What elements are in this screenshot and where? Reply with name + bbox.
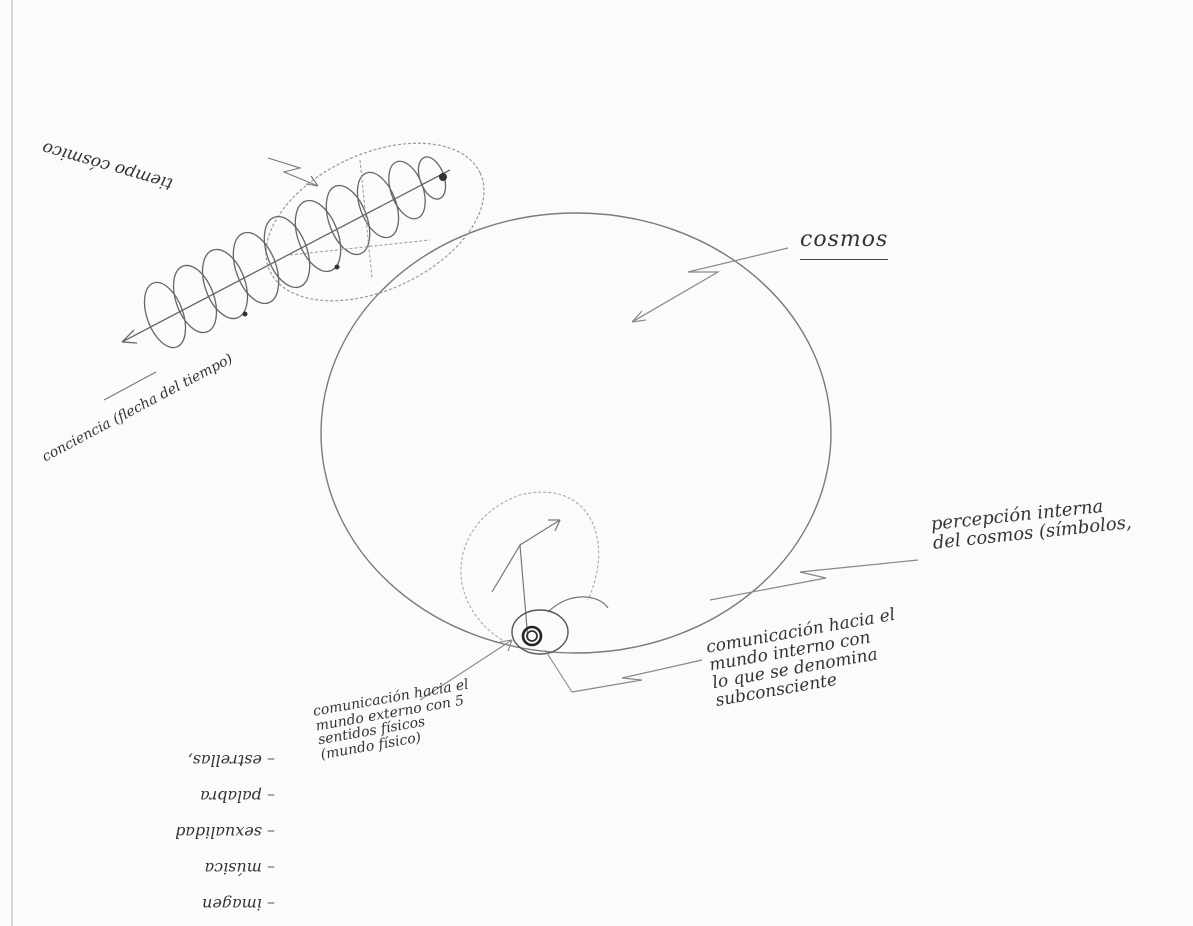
time-axis-line [122,170,450,342]
self-core-center [527,631,537,641]
percepcion-pointer-arrow [710,560,918,600]
interno-pointer-line [545,650,572,692]
sense-list: imagen música sexualidad palabra estrell… [85,742,275,922]
sense-item: música [85,850,275,886]
cosmos-label: cosmos [800,228,888,260]
spiral-dot [335,265,340,270]
inner-lobe [461,492,599,640]
self-core-center [523,627,541,645]
cosmos-pointer-arrowhead [632,311,646,322]
spiral-dot [439,173,447,181]
cosmos-circle [321,213,831,653]
time-orbit-ellipse [241,111,509,332]
sense-item: imagen [85,886,275,922]
spiral-dot [243,312,248,317]
orbit-cross-line [360,160,372,278]
sense-item: palabra [85,778,275,814]
sense-item: estrellas, [85,742,275,778]
inner-arc [548,597,608,612]
sense-item: sexualidad [85,814,275,850]
inner-up-arrow [492,520,560,640]
time-spiral [136,153,450,353]
interno-pointer-arrow [572,660,702,692]
tiempo-pointer-arrow [268,158,318,186]
